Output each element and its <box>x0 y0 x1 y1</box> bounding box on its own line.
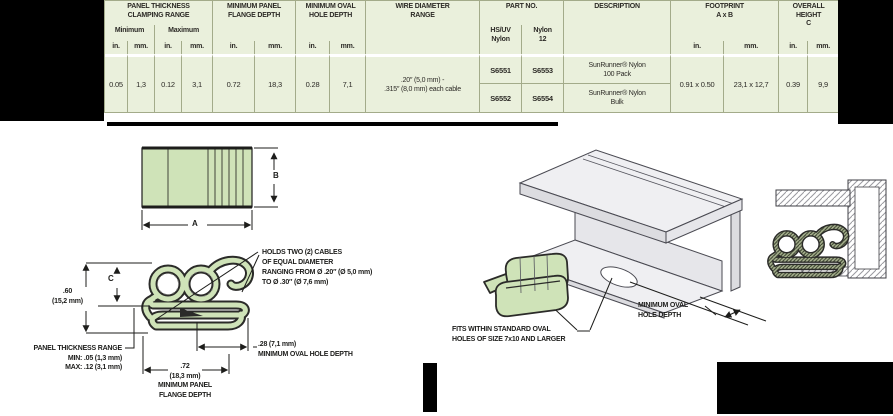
cell-panel-min-mm: 1,3 <box>128 54 155 112</box>
dim-height-label: .60 (15,2 mm) <box>52 288 83 305</box>
header-description: DESCRIPTION <box>564 1 672 54</box>
unit-label: mm. <box>255 41 297 54</box>
redacted-block-bottom-small <box>423 363 437 412</box>
divider-bar <box>107 122 558 126</box>
cell-wire-range: .20″ (5,0 mm) - .315″ (8,0 mm) each cabl… <box>366 54 481 112</box>
unit-label: in. <box>213 41 256 54</box>
unit-label: mm. <box>724 41 780 54</box>
unit-label: in. <box>155 41 182 54</box>
fits-within-note: FITS WITHIN STANDARD OVAL HOLES OF SIZE … <box>452 326 566 343</box>
subheader-minimum: Minimum <box>105 25 155 41</box>
unit-label: in. <box>779 41 809 54</box>
oval-hole-depth-note: .28 (7,1 mm) MINIMUM OVAL HOLE DEPTH <box>258 341 353 358</box>
min-oval-note: MINIMUM OVAL HOLE DEPTH <box>638 302 688 319</box>
unit-label: in. <box>105 41 128 54</box>
redacted-block-top-left <box>0 0 104 121</box>
cell-flange-in: 0.72 <box>213 54 256 112</box>
cell-panel-max-mm: 3,1 <box>182 54 214 112</box>
cell-description: SunRunner® Nylon 100 Pack <box>564 54 672 83</box>
cell-part-hsuv: S6552 <box>480 83 523 112</box>
cell-part-hsuv: S6551 <box>480 54 523 83</box>
dim-label-c: C <box>108 274 114 283</box>
spec-table-wrap: PANEL THICKNESS CLAMPING RANGE MINIMUM P… <box>104 0 841 113</box>
header-wire-diameter: WIRE DIAMETER RANGE <box>366 1 481 54</box>
cross-section-drawing <box>767 179 887 279</box>
cell-footprint-mm: 23,1 x 12,7 <box>724 54 780 112</box>
subheader-nylon12: Nylon 12 <box>522 25 565 54</box>
side-view-drawing <box>82 251 260 374</box>
header-part-no: PART NO. <box>480 1 565 25</box>
unit-label: mm. <box>330 41 367 54</box>
subheader-maximum: Maximum <box>155 25 214 41</box>
cell-footprint-in: 0.91 x 0.50 <box>671 54 725 112</box>
dim-label-a: A <box>190 219 200 228</box>
subheader-hsuv-nylon: HS/UV Nylon <box>480 25 523 54</box>
unit-label: mm. <box>182 41 214 54</box>
header-flange-depth: MINIMUM PANEL FLANGE DEPTH <box>213 1 297 41</box>
unit-label: in. <box>296 41 331 54</box>
panel-thickness-note: PANEL THICKNESS RANGE MIN: .05 (1,3 mm) … <box>33 345 123 371</box>
spec-table: PANEL THICKNESS CLAMPING RANGE MINIMUM P… <box>104 0 841 113</box>
flange-depth-note: .72 (18,3 mm) MINIMUM PANEL FLANGE DEPTH <box>157 363 213 399</box>
header-overall-height: OVERALL HEIGHT C <box>779 1 840 41</box>
cell-flange-mm: 18,3 <box>255 54 297 112</box>
header-footprint: FOOTPRINT A x B <box>671 1 780 41</box>
unit-label: mm. <box>128 41 155 54</box>
holds-cables-note: HOLDS TWO (2) CABLES OF EQUAL DIAMETER R… <box>262 249 373 286</box>
header-panel-thickness: PANEL THICKNESS CLAMPING RANGE <box>105 1 214 25</box>
cell-part-nylon12: S6554 <box>522 83 565 112</box>
iso-view-drawing <box>483 149 767 332</box>
cell-height-mm: 9,9 <box>808 54 840 112</box>
header-oval-hole: MINIMUM OVAL HOLE DEPTH <box>296 1 367 41</box>
top-view-drawing <box>141 146 278 230</box>
cell-oval-in: 0.28 <box>296 54 331 112</box>
redacted-block-top-right <box>838 0 893 124</box>
dim-label-b: B <box>271 171 281 180</box>
cell-part-nylon12: S6553 <box>522 54 565 83</box>
cell-description: SunRunner® Nylon Bulk <box>564 83 672 112</box>
cell-panel-min-in: 0.05 <box>105 54 128 112</box>
cell-oval-mm: 7,1 <box>330 54 367 112</box>
unit-label: in. <box>671 41 725 54</box>
cell-height-in: 0.39 <box>779 54 809 112</box>
unit-label: mm. <box>808 41 840 54</box>
cell-panel-max-in: 0.12 <box>155 54 182 112</box>
redacted-block-bottom-right <box>717 362 893 414</box>
